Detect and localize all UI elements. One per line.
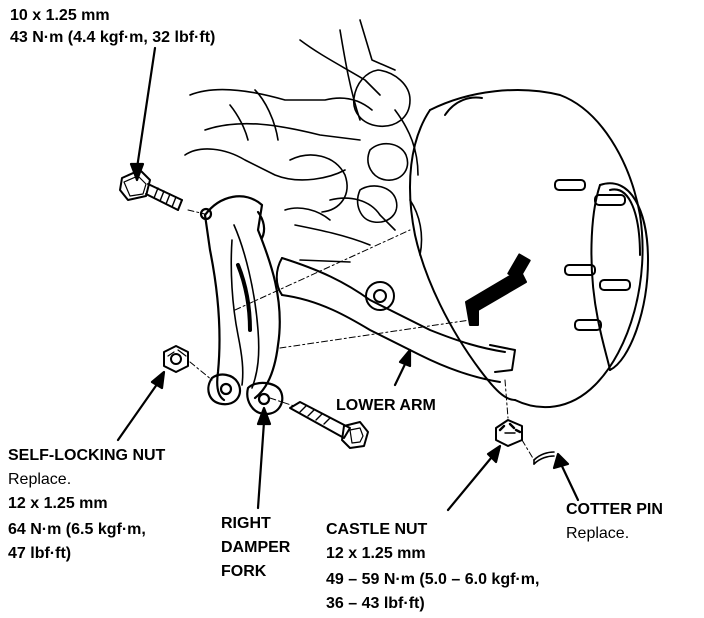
damper-fork-leader-arrow <box>256 420 266 510</box>
bolt-torque-label: 43 N·m (4.4 kgf·m, 32 lbf·ft) <box>10 29 216 46</box>
bolt-size-label: 10 x 1.25 mm <box>10 7 110 24</box>
castle-nut-size: 12 x 1.25 mm <box>326 545 426 562</box>
cotter-pin-note: Replace. <box>566 525 630 542</box>
wheel-stud <box>594 194 626 206</box>
lower-arm <box>275 257 516 383</box>
castle-nut-torque-1: 49 – 59 N·m (5.0 – 6.0 kgf·m, <box>326 571 540 588</box>
right-damper-fork <box>199 195 284 416</box>
self-locking-nut-leader-arrow <box>116 378 162 442</box>
lower-arm-label: LOWER ARM <box>336 397 436 414</box>
damper-fork-label-2: DAMPER <box>221 539 291 556</box>
castle-nut-leader-arrow <box>446 450 498 512</box>
self-locking-nut-note: Replace. <box>8 471 72 488</box>
self-locking-nut-part <box>163 345 189 373</box>
wheel-stud <box>574 319 602 331</box>
lower-bolt <box>289 401 369 449</box>
bolt-leader-arrow <box>135 46 157 170</box>
cotter-pin-part <box>533 451 555 465</box>
castle-nut-title: CASTLE NUT <box>326 521 428 538</box>
wheel-stud <box>599 279 631 291</box>
wheel-stud <box>554 179 586 191</box>
damper-fork-label-1: RIGHT <box>221 515 271 532</box>
self-locking-nut-size: 12 x 1.25 mm <box>8 495 108 512</box>
knuckle-assembly <box>184 19 423 263</box>
damper-fork-label-3: FORK <box>221 563 267 580</box>
wheel-stud <box>564 264 596 276</box>
self-locking-nut-title: SELF-LOCKING NUT <box>8 447 166 464</box>
castle-nut-torque-2: 36 – 43 lbf·ft) <box>326 595 425 612</box>
cotter-pin-title: COTTER PIN <box>566 501 663 518</box>
alignment-lines <box>187 209 535 461</box>
brake-disc <box>409 89 649 409</box>
self-locking-nut-torque-2: 47 lbf·ft) <box>8 545 72 562</box>
castle-nut-part <box>495 419 523 447</box>
upper-bolt <box>119 169 183 211</box>
self-locking-nut-torque-1: 64 N·m (6.5 kgf·m, <box>8 521 146 538</box>
cotter-pin-leader-arrow <box>558 460 580 502</box>
leader-arrows <box>116 46 580 512</box>
tie-rod-end <box>465 253 531 326</box>
